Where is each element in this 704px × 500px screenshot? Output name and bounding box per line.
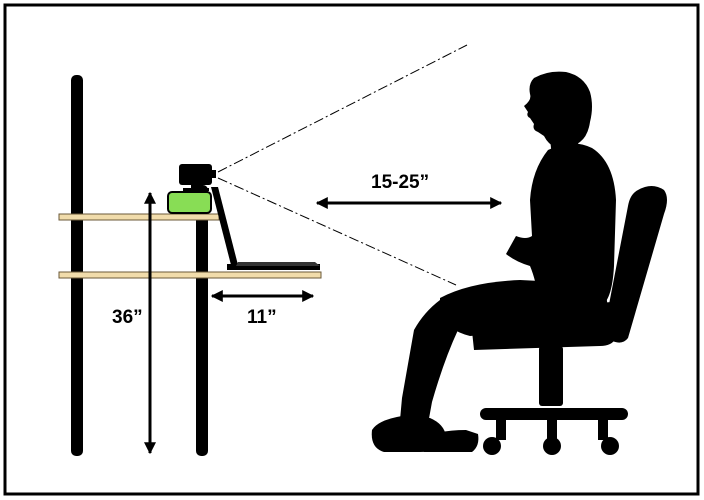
lower-shelf: [58, 271, 322, 279]
desk-post-left: [71, 75, 83, 456]
camera-icon: [179, 164, 216, 191]
shelf-depth-label: 11”: [247, 307, 277, 328]
tracker-device: [167, 191, 212, 214]
standing-desk: [58, 75, 322, 456]
viewing-distance-label: 15-25”: [371, 172, 429, 193]
desk-post-right: [196, 185, 208, 456]
camera-field-of-view: [217, 44, 468, 286]
laptop-icon: [211, 187, 320, 270]
camera-height-label: 36”: [112, 307, 143, 328]
upper-shelf: [58, 213, 220, 221]
person-silhouette-icon: [371, 71, 616, 452]
